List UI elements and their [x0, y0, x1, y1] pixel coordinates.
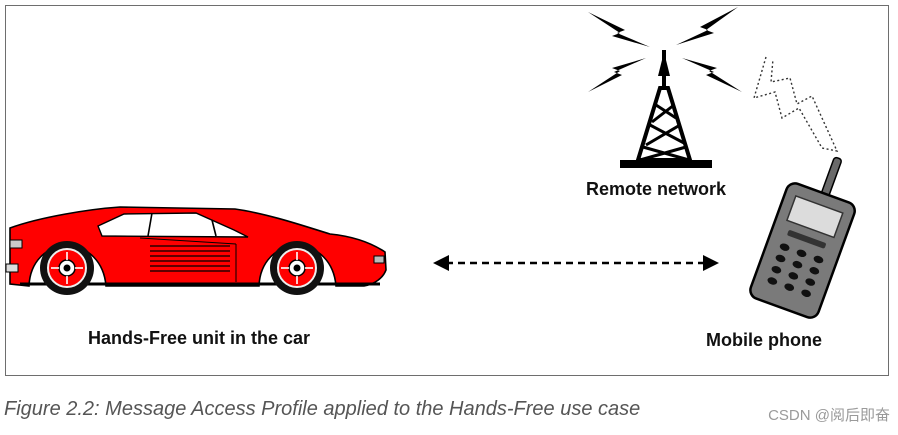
diagram-frame	[5, 5, 889, 376]
sports-car-icon	[5, 206, 387, 295]
radio-tower-icon	[588, 7, 742, 168]
watermark: CSDN @阅后即奋	[768, 407, 890, 424]
lightning-bolt-icon	[588, 12, 650, 47]
lightning-bolt-icon	[682, 58, 742, 92]
mobile-phone-icon	[749, 156, 856, 319]
figure-caption: Figure 2.2: Message Access Profile appli…	[4, 398, 641, 420]
car-unit-label: Hands-Free unit in the car	[88, 328, 311, 348]
lightning-bolt-icon	[588, 58, 646, 92]
wheel-icon	[40, 241, 94, 295]
mobile-phone-label: Mobile phone	[706, 330, 822, 350]
double-arrow-icon	[433, 255, 719, 271]
wheel-icon	[270, 241, 324, 295]
remote-network-label: Remote network	[586, 179, 727, 199]
lightning-bolt-icon	[676, 7, 738, 45]
lightning-signal-icon	[752, 56, 839, 152]
